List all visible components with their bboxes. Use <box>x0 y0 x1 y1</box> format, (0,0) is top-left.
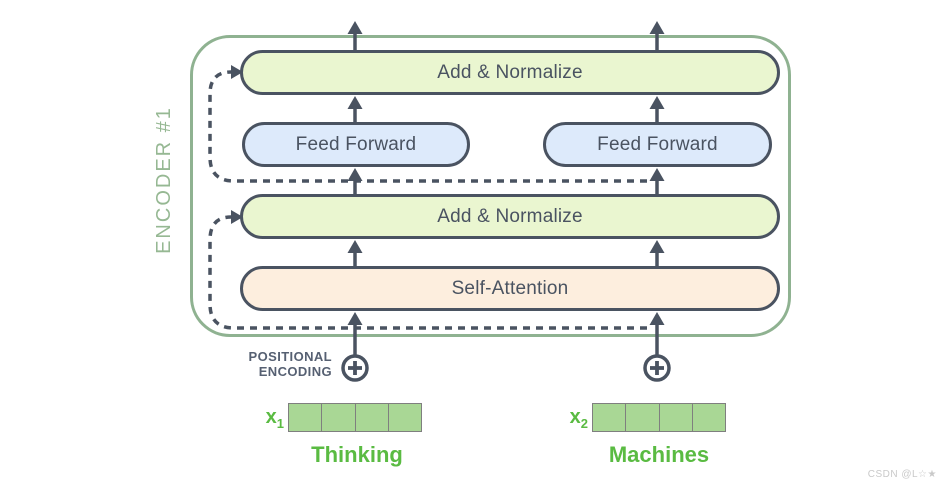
embedding-cell <box>593 404 627 431</box>
dashed-residual-connection-lower <box>208 210 647 330</box>
add-normalize-top-box: Add & Normalize <box>240 50 780 95</box>
x1-subscript: 1 <box>276 416 284 431</box>
encoder-boundary-box <box>190 35 791 337</box>
embedding-cell <box>660 404 693 431</box>
arrow-up-icon <box>347 168 363 194</box>
input-x2-label: x2 <box>554 406 588 431</box>
feed-forward-right-label: Feed Forward <box>597 133 718 155</box>
positional-encoding-label: POSITIONAL ENCODING <box>180 349 332 379</box>
circle-plus-icon <box>643 354 671 382</box>
embedding-cell <box>289 404 323 431</box>
embedding-vector-x1 <box>288 403 422 432</box>
add-normalize-top-label: Add & Normalize <box>437 61 583 83</box>
embedding-cell <box>389 404 421 431</box>
arrow-up-icon <box>347 21 363 50</box>
arrow-up-icon <box>347 240 363 266</box>
add-normalize-middle-label: Add & Normalize <box>437 205 583 227</box>
embedding-cell <box>322 404 356 431</box>
arrow-up-icon <box>649 21 665 50</box>
input-word-machines: Machines <box>608 442 710 467</box>
add-normalize-middle-box: Add & Normalize <box>240 194 780 239</box>
feed-forward-left-label: Feed Forward <box>295 133 417 155</box>
arrow-up-icon <box>649 168 665 194</box>
feed-forward-right-box: Feed Forward <box>543 122 772 167</box>
positional-encoding-line1: POSITIONAL <box>248 349 332 364</box>
arrow-up-icon <box>649 312 665 355</box>
arrow-up-icon <box>649 240 665 266</box>
embedding-cell <box>693 404 725 431</box>
input-word-thinking: Thinking <box>311 442 403 467</box>
arrow-right-icon <box>231 210 243 224</box>
x2-subscript: 2 <box>580 416 588 431</box>
x1-symbol: x <box>265 406 277 428</box>
dashed-residual-connection-upper <box>208 65 647 183</box>
feed-forward-left-box: Feed Forward <box>242 122 470 167</box>
input-x1-label: x1 <box>250 406 284 431</box>
arrow-up-icon <box>347 312 363 355</box>
self-attention-box: Self-Attention <box>240 266 780 311</box>
circle-plus-icon <box>341 354 369 382</box>
arrow-up-icon <box>649 96 665 122</box>
embedding-vector-x2 <box>592 403 726 432</box>
arrow-up-icon <box>347 96 363 122</box>
positional-encoding-line2: ENCODING <box>258 364 332 379</box>
self-attention-label: Self-Attention <box>451 277 569 299</box>
arrow-right-icon <box>231 65 243 79</box>
embedding-cell <box>626 404 660 431</box>
watermark-text: CSDN @L☆★ <box>867 469 937 480</box>
x2-symbol: x <box>569 406 581 428</box>
embedding-cell <box>356 404 389 431</box>
